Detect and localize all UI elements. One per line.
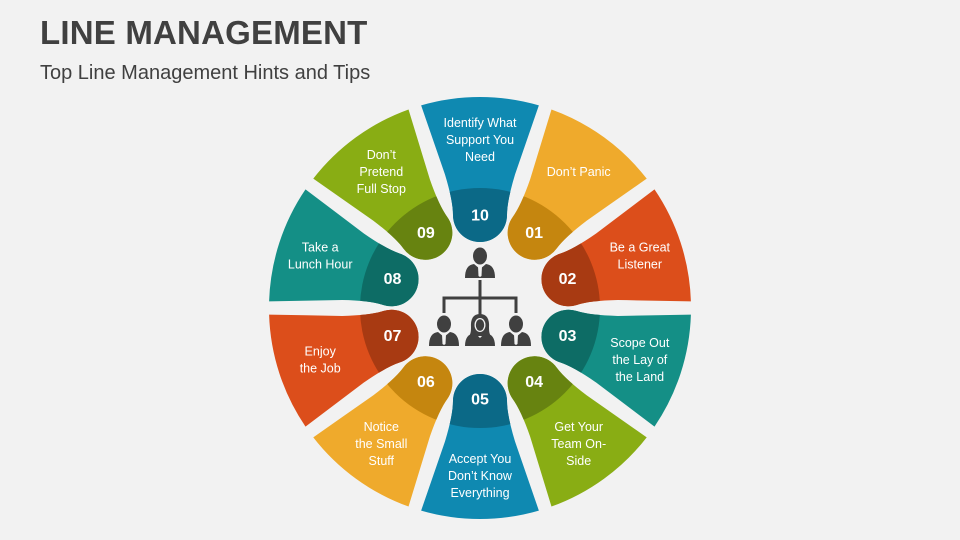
- segment-number-band: [360, 356, 453, 428]
- segment-01: 01 Don’t Panic: [507, 109, 647, 260]
- segment-number: 02: [559, 271, 577, 288]
- segment-number: 05: [471, 392, 489, 409]
- manager-person-icon: [465, 247, 495, 278]
- segment-shape: [421, 97, 539, 242]
- segment-number-band: [507, 356, 600, 428]
- segment-number: 09: [417, 225, 435, 242]
- segment-number: 04: [525, 374, 543, 391]
- segment-number: 01: [525, 225, 543, 242]
- org-chart-icon: [429, 247, 531, 346]
- segment-label: Don’t Panic: [547, 165, 611, 179]
- team-member-person-icon: [501, 315, 531, 346]
- team-member-person-icon: [429, 315, 459, 346]
- segment-number-band: [507, 188, 600, 260]
- segment-number: 10: [471, 208, 489, 225]
- page-title: LINE MANAGEMENT: [40, 14, 368, 51]
- segment-number: 08: [384, 271, 402, 288]
- segment-number-band: [360, 188, 453, 260]
- org-connector-lines: [442, 280, 518, 318]
- segment-number: 06: [417, 374, 435, 391]
- segment-number: 03: [559, 328, 577, 345]
- segment-number: 07: [384, 328, 402, 345]
- page-subtitle: Top Line Management Hints and Tips: [40, 62, 371, 84]
- segment-shape: [421, 374, 539, 519]
- team-member-woman-icon: [465, 314, 495, 346]
